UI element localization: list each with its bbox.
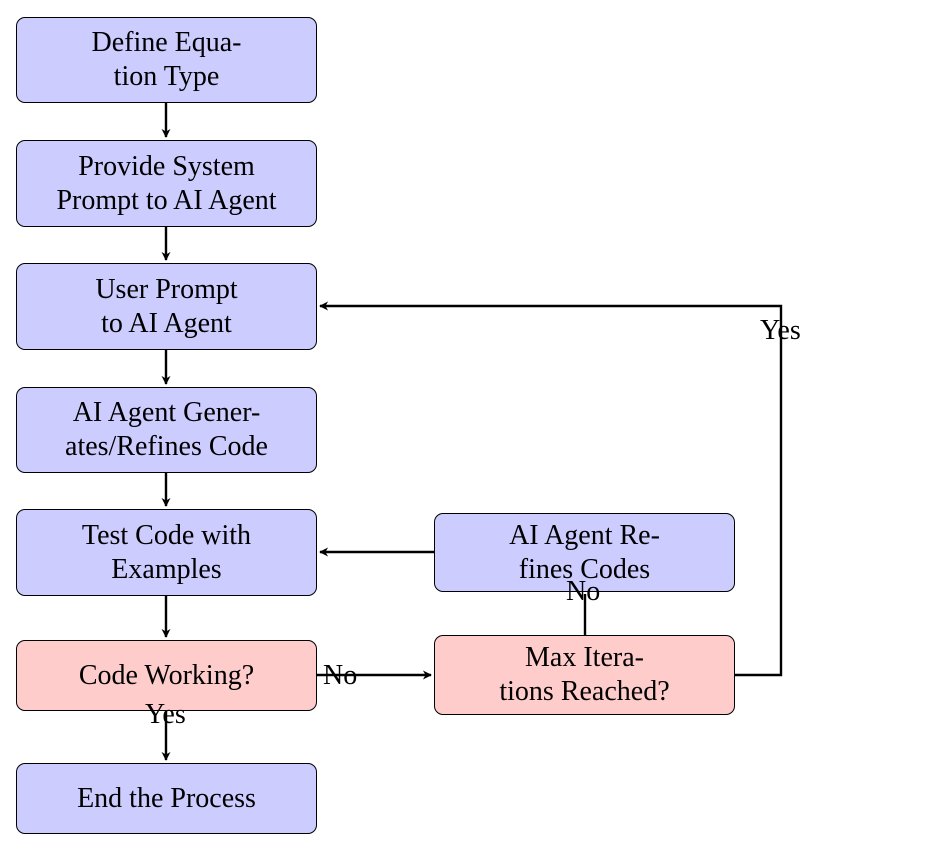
node-code-working: Code Working?	[16, 640, 317, 711]
node-label: AI Agent Re- fines Codes	[509, 519, 660, 585]
node-generate-refine-code: AI Agent Gener- ates/Refines Code	[16, 387, 317, 473]
node-refine-codes: AI Agent Re- fines Codes	[434, 513, 735, 592]
node-test-code: Test Code with Examples	[16, 509, 317, 596]
edge-label-working-no: No	[323, 660, 358, 691]
node-label: Code Working?	[78, 659, 255, 691]
edge-max-iter-to-user-prompt	[319, 301, 783, 677]
node-label: End the Process	[77, 782, 256, 814]
edge-label-max-iter-no: No	[566, 576, 601, 607]
node-label: User Prompt to AI Agent	[95, 273, 238, 339]
node-user-prompt: User Prompt to AI Agent	[16, 263, 317, 350]
node-define-equation-type: Define Equa- tion Type	[16, 17, 317, 103]
edge-label-max-iter-yes: Yes	[760, 315, 801, 346]
node-label: Test Code with Examples	[81, 519, 252, 585]
node-label: Define Equa- tion Type	[91, 27, 242, 92]
node-max-iterations: Max Itera- tions Reached?	[434, 635, 735, 715]
node-label: AI Agent Gener- ates/Refines Code	[65, 397, 268, 462]
node-label: Provide System Prompt to AI Agent	[56, 150, 277, 216]
edge-label-working-yes: Yes	[145, 699, 186, 730]
node-label: Max Itera- tions Reached?	[499, 642, 670, 707]
node-provide-system-prompt: Provide System Prompt to AI Agent	[16, 140, 317, 227]
node-end-process: End the Process	[16, 763, 317, 834]
